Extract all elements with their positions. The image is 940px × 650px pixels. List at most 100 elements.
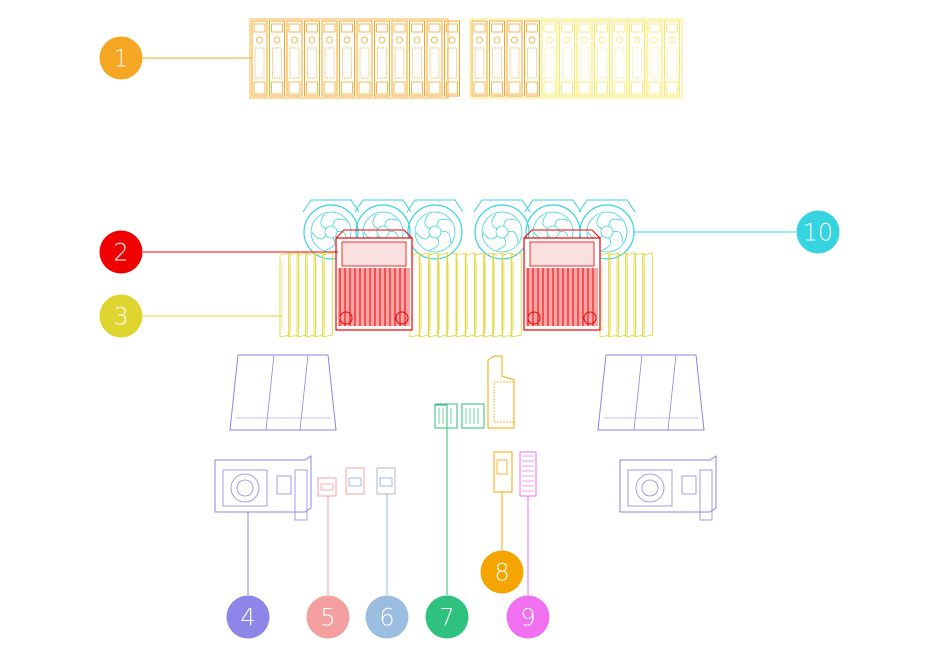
drive-bay-array	[249, 18, 683, 99]
usb-port	[317, 477, 337, 497]
drive-bay	[471, 20, 488, 97]
drive-cage-right	[469, 18, 683, 99]
drive-bay	[524, 20, 540, 97]
memory-dimm	[492, 252, 504, 338]
drive-bay	[339, 20, 355, 97]
drive-cage-left	[249, 18, 449, 99]
rear-io-ports	[317, 467, 396, 497]
psu-array	[214, 354, 717, 521]
power-supply	[619, 455, 717, 521]
lan-port-outline	[376, 467, 396, 495]
power-supply	[214, 455, 312, 521]
drive-bay-empty	[646, 20, 663, 97]
callout-riser: 8	[480, 492, 524, 594]
callout-badge	[480, 550, 524, 594]
memory-dimm	[608, 252, 619, 338]
callout-badge	[425, 595, 469, 639]
drive-bay	[391, 20, 408, 97]
memory-dimm	[446, 252, 458, 338]
riser-card	[487, 355, 515, 429]
callout-badge	[226, 595, 270, 639]
memory-dimm	[455, 252, 467, 338]
callout-badge	[306, 595, 350, 639]
memory-dimm	[474, 252, 485, 338]
callout-number: 1	[113, 45, 128, 73]
drive-bay	[489, 20, 505, 97]
callout-badge	[796, 210, 840, 254]
psu-cage	[229, 354, 337, 431]
memory-dimm	[418, 252, 430, 338]
m2-module	[461, 403, 485, 429]
callout-number: 4	[240, 604, 255, 632]
memory-dimm	[305, 252, 316, 338]
memory-dimm	[642, 252, 653, 338]
callout-badge	[99, 230, 143, 274]
drive-bay	[444, 20, 460, 97]
drive-bay	[409, 20, 425, 97]
expansion-cards	[434, 355, 537, 497]
drive-bay-empty	[541, 20, 558, 97]
fan	[473, 199, 531, 260]
lan-port	[345, 467, 365, 495]
callout-layer: 1 2 3 4 5 6 789 10	[99, 36, 840, 639]
callout-number: 3	[113, 303, 128, 331]
callout-number: 9	[520, 604, 535, 632]
callout-badge	[506, 595, 550, 639]
drive-bay-empty	[559, 20, 575, 97]
memory-dimm	[322, 252, 333, 338]
callout-psu: 4	[226, 512, 270, 639]
callout-m2: 7	[425, 404, 469, 639]
callout-number: 6	[379, 604, 394, 632]
memory-dimm	[437, 252, 448, 338]
callout-leader-line	[435, 404, 448, 595]
callout-badge	[365, 595, 409, 639]
memory-dimm	[313, 252, 325, 338]
callout-number: 5	[320, 604, 335, 632]
memory-dimm	[501, 252, 513, 338]
callout-number: 2	[113, 239, 128, 267]
callout-number: 10	[803, 219, 834, 247]
pcie-card	[519, 451, 537, 497]
drive-bay	[251, 20, 268, 97]
cpu-heatsink-array	[335, 229, 601, 331]
fan	[406, 199, 464, 260]
drive-bay-empty	[629, 20, 645, 97]
drive-bay	[426, 20, 443, 97]
psu-cage	[597, 354, 705, 431]
drive-bay	[356, 20, 373, 97]
memory-dimm	[625, 252, 636, 338]
callout-pcie: 9	[506, 496, 550, 639]
callout-badge	[99, 294, 143, 338]
drive-bay	[286, 20, 303, 97]
drive-bay-empty	[664, 20, 680, 97]
memory-dimm	[633, 252, 645, 338]
lan-port	[376, 467, 396, 495]
memory-dimm-array	[279, 252, 653, 338]
callout-number: 8	[494, 559, 509, 587]
cpu-heatsink	[335, 229, 413, 331]
memory-dimm	[296, 252, 308, 338]
callout-usb: 5	[306, 496, 350, 639]
memory-dimm	[483, 252, 494, 338]
memory-dimm	[428, 252, 439, 338]
fan	[302, 199, 360, 260]
callout-memory: 3	[99, 294, 282, 338]
m2-module	[434, 403, 458, 429]
cpu-heatsink	[523, 229, 601, 331]
callout-drives: 1	[99, 36, 252, 80]
drive-bay	[321, 20, 338, 97]
memory-dimm	[464, 252, 476, 338]
callout-fans: 10	[634, 210, 840, 254]
drive-bay-empty	[576, 20, 593, 97]
memory-dimm	[288, 252, 299, 338]
drive-bay	[374, 20, 390, 97]
drive-bay	[269, 20, 285, 97]
drive-bay-empty	[594, 20, 610, 97]
callout-badge	[99, 36, 143, 80]
drive-bay	[506, 20, 523, 97]
memory-dimm	[279, 252, 291, 338]
callout-cpu: 2	[99, 230, 338, 274]
memory-dimm	[510, 252, 522, 338]
drive-bay	[304, 20, 320, 97]
